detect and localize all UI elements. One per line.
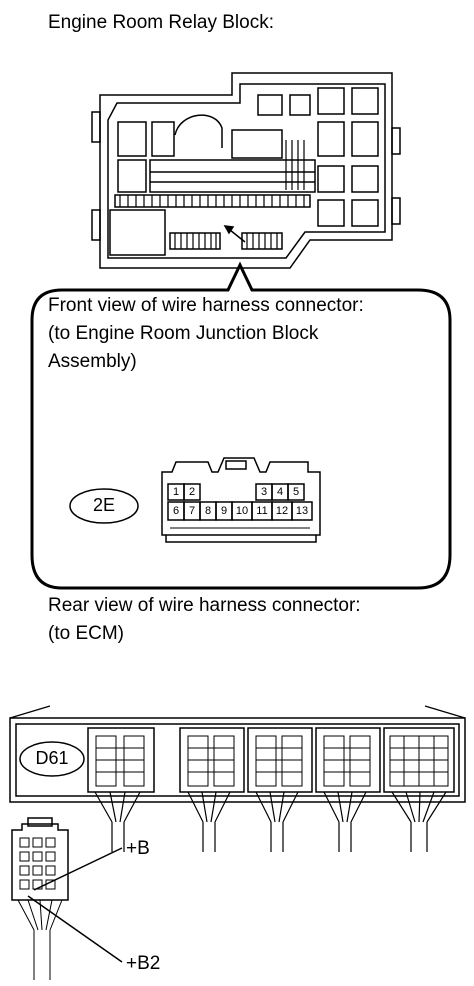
relay-block-title: Engine Room Relay Block: xyxy=(48,12,274,33)
connector-2e-label: 2E xyxy=(92,495,116,515)
ecm-connector-detail xyxy=(95,735,449,787)
pin-7: 7 xyxy=(188,505,196,517)
pin-11: 11 xyxy=(256,505,268,517)
leader-b2 xyxy=(27,895,123,963)
pin-4: 4 xyxy=(276,486,284,498)
ecm-wire-bundles xyxy=(94,791,447,852)
pin-12: 12 xyxy=(275,505,289,517)
pin-9: 9 xyxy=(220,505,228,517)
pin-1: 1 xyxy=(172,486,180,498)
pin-5: 5 xyxy=(292,486,300,498)
pin-6: 6 xyxy=(172,505,180,517)
front-view-title: Front view of wire harness connector: xyxy=(48,295,364,316)
front-view-subtitle-2: Assembly) xyxy=(48,351,137,372)
front-view-subtitle: (to Engine Room Junction Block xyxy=(48,323,319,344)
terminal-b2-label: +B2 xyxy=(126,953,161,974)
connector-2e-drawing xyxy=(69,457,321,543)
engine-room-relay-block xyxy=(91,72,401,269)
ecm-small-connector-cells xyxy=(17,837,63,980)
callout-balloon xyxy=(30,261,452,590)
ecm-small-connector xyxy=(11,817,69,901)
pin-13: 13 xyxy=(295,505,309,517)
pin-3: 3 xyxy=(260,486,268,498)
pin-10: 10 xyxy=(235,505,249,517)
pin-2: 2 xyxy=(188,486,196,498)
rear-view-title: Rear view of wire harness connector: xyxy=(48,595,361,616)
ecm-connector-strip xyxy=(9,705,466,803)
connector-d61-label: D61 xyxy=(35,748,69,768)
rear-view-subtitle: (to ECM) xyxy=(48,623,124,644)
leader-b xyxy=(33,847,123,891)
pin-8: 8 xyxy=(204,505,212,517)
terminal-b-label: +B xyxy=(126,838,150,859)
